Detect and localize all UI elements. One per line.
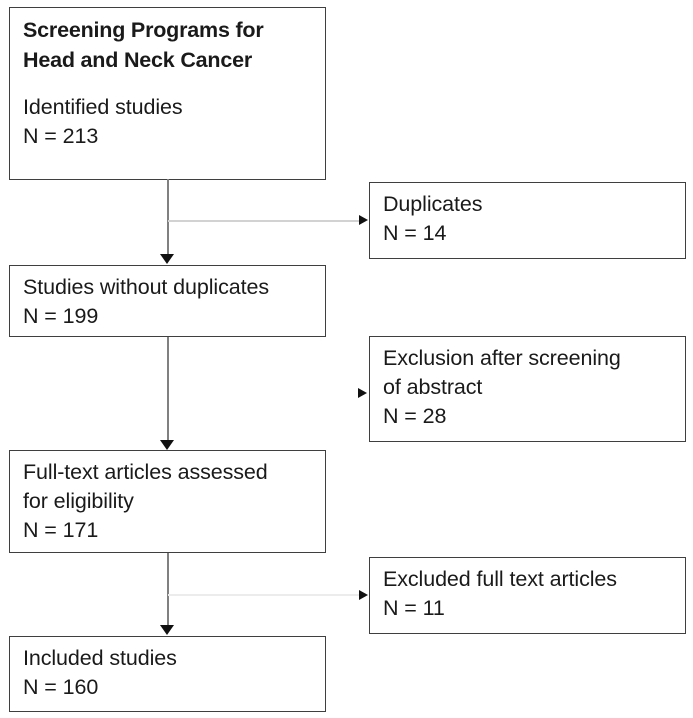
arrow-down-icon-to-included (160, 625, 174, 635)
node-fulltext-articles-assessed: Full-text articles assessed for eligibil… (9, 450, 326, 553)
identified-studies-label: Identified studies (23, 95, 183, 119)
excluded-fulltext-count: N = 11 (383, 596, 445, 620)
without-duplicates-count: N = 199 (23, 304, 99, 328)
arrow-right-icon-to-duplicates (359, 215, 368, 225)
node-duplicates: Duplicates N = 14 (369, 182, 686, 259)
exclusion-abstract-label-line-2: of abstract (383, 375, 483, 399)
node-exclusion-after-abstract-screening: Exclusion after screening of abstract N … (369, 336, 686, 442)
arrow-down-icon-to-fulltext (160, 440, 174, 450)
included-studies-count: N = 160 (23, 675, 99, 699)
node-included-studies: Included studies N = 160 (9, 636, 326, 712)
arrow-down-icon-to-without-duplicates (160, 254, 174, 264)
node-identified-studies: Screening Programs for Head and Neck Can… (9, 7, 326, 180)
arrow-right-icon-to-exclusion-abstract (358, 388, 367, 398)
identified-studies-count: N = 213 (23, 124, 99, 148)
diagram-title-line-1: Screening Programs for (23, 18, 264, 42)
arrow-right-icon-to-excluded-fulltext (359, 590, 368, 600)
connector-identified-to-without-duplicates (167, 179, 170, 257)
fulltext-label-line-1: Full-text articles assessed (23, 460, 268, 484)
duplicates-count: N = 14 (383, 221, 447, 245)
node-excluded-fulltext-articles: Excluded full text articles N = 11 (369, 557, 686, 634)
excluded-fulltext-label: Excluded full text articles (383, 567, 617, 591)
node-studies-without-duplicates: Studies without duplicates N = 199 (9, 265, 326, 337)
exclusion-abstract-label-line-1: Exclusion after screening (383, 346, 621, 370)
duplicates-label: Duplicates (383, 192, 483, 216)
fulltext-label-line-2: for eligibility (23, 489, 134, 513)
fulltext-count: N = 171 (23, 518, 99, 542)
without-duplicates-label: Studies without duplicates (23, 275, 269, 299)
connector-without-duplicates-to-fulltext (167, 337, 170, 443)
title-spacer (23, 75, 314, 93)
diagram-title-line-2: Head and Neck Cancer (23, 48, 253, 72)
connector-fulltext-to-excluded-fulltext (168, 594, 360, 597)
connector-identified-to-duplicates (168, 220, 360, 223)
included-studies-label: Included studies (23, 646, 177, 670)
exclusion-abstract-count: N = 28 (383, 404, 447, 428)
connector-fulltext-to-included (167, 553, 170, 627)
